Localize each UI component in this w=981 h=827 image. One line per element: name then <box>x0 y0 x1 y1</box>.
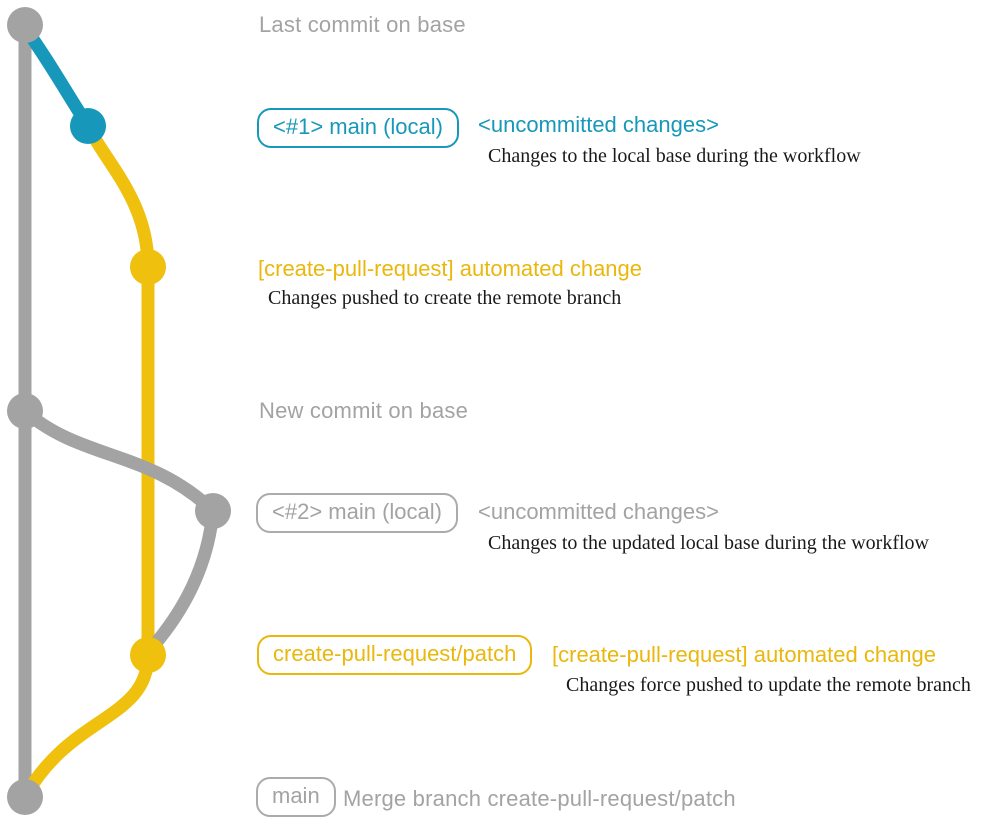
commit-node-automated-change-1 <box>130 249 166 285</box>
heading-last-commit-on-base: Last commit on base <box>259 12 466 37</box>
commit-node-merge <box>7 779 43 815</box>
commit-description-local-base: Changes to the local base during the wor… <box>488 145 861 167</box>
commit-node-main-local-2 <box>195 493 231 529</box>
commit-label-uncommitted-1: <uncommitted changes> <box>478 112 719 137</box>
heading-new-commit-on-base: New commit on base <box>259 398 469 423</box>
branch-line-rebase-out <box>20 406 218 516</box>
commit-node-automated-change-2 <box>130 637 166 673</box>
commit-label-automated-change-2: [create-pull-request] automated change <box>552 642 937 667</box>
commit-description-pushed-create: Changes pushed to create the remote bran… <box>268 287 622 309</box>
commit-label-merge-branch: Merge branch create-pull-request/patch <box>343 786 736 811</box>
commit-node-last-base <box>7 7 43 43</box>
branch-badge-patch: create-pull-request/patch <box>257 635 533 675</box>
branch-badge-main-local-1: <#1> main (local) <box>257 108 459 148</box>
commit-node-main-local-1 <box>70 108 106 144</box>
commit-label-uncommitted-2: <uncommitted changes> <box>478 499 719 524</box>
branch-badge-main-local-2: <#2> main (local) <box>256 493 458 533</box>
branch-line-rebase-in <box>145 510 220 655</box>
branch-badge-main: main <box>256 777 336 817</box>
commit-node-new-base <box>7 393 43 429</box>
commit-description-force-pushed: Changes force pushed to update the remot… <box>566 674 971 696</box>
commit-description-updated-local-base: Changes to the updated local base during… <box>488 532 929 554</box>
commit-label-automated-change-1: [create-pull-request] automated change <box>258 256 643 281</box>
